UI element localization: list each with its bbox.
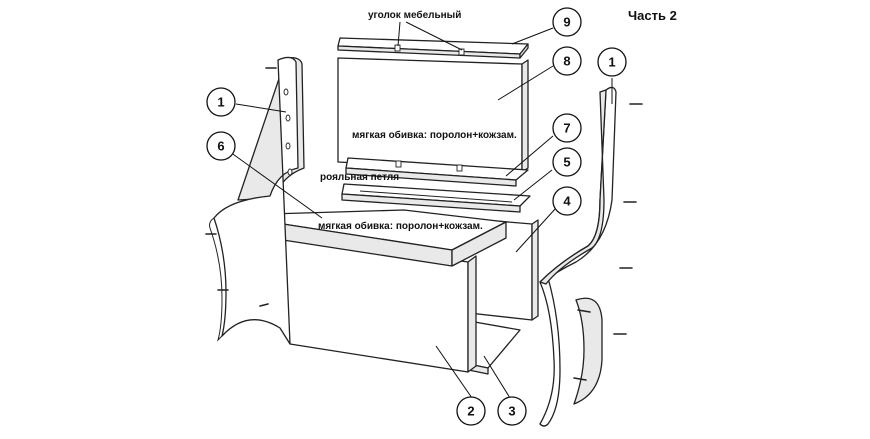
part-6-seat bbox=[269, 209, 507, 267]
svg-text:6: 6 bbox=[217, 139, 224, 154]
svg-text:3: 3 bbox=[508, 404, 515, 419]
part-8-back-panel bbox=[337, 57, 529, 173]
leader-lines bbox=[229, 21, 613, 399]
svg-text:8: 8 bbox=[563, 54, 570, 69]
callout-7: 7 bbox=[552, 113, 582, 143]
svg-text:4: 4 bbox=[563, 194, 571, 209]
part-1-right-side-panel bbox=[539, 86, 643, 427]
part-9-top-board bbox=[337, 37, 529, 59]
svg-text:5: 5 bbox=[563, 155, 570, 170]
svg-text:9: 9 bbox=[563, 15, 570, 30]
note-piano-hinge: рояльная петля bbox=[320, 172, 399, 183]
callout-4: 4 bbox=[552, 186, 582, 216]
note-furniture-corner: уголок мебельный bbox=[368, 9, 461, 21]
callout-5: 5 bbox=[552, 147, 582, 177]
svg-text:7: 7 bbox=[563, 121, 570, 136]
svg-text:1: 1 bbox=[608, 55, 615, 70]
callout-8: 8 bbox=[552, 46, 582, 76]
callout-1-right: 1 bbox=[597, 47, 627, 77]
note-back-upholstery: мягкая обивка: поролон+кожзам. bbox=[352, 129, 517, 141]
svg-text:2: 2 bbox=[467, 404, 474, 419]
callout-6: 6 bbox=[206, 131, 236, 161]
part-1-left-side-panel bbox=[205, 56, 305, 345]
callout-3: 3 bbox=[497, 396, 527, 426]
note-seat-upholstery: мягкая обивка: поролон+кожзам. bbox=[318, 220, 483, 232]
callout-9: 9 bbox=[552, 7, 582, 37]
part-5-hinge-board bbox=[341, 183, 531, 213]
part-7-bar bbox=[345, 157, 529, 187]
callout-1-left: 1 bbox=[206, 87, 236, 117]
svg-text:1: 1 bbox=[217, 95, 224, 110]
callout-2: 2 bbox=[456, 396, 486, 426]
diagram-title: Часть 2 bbox=[628, 8, 677, 23]
